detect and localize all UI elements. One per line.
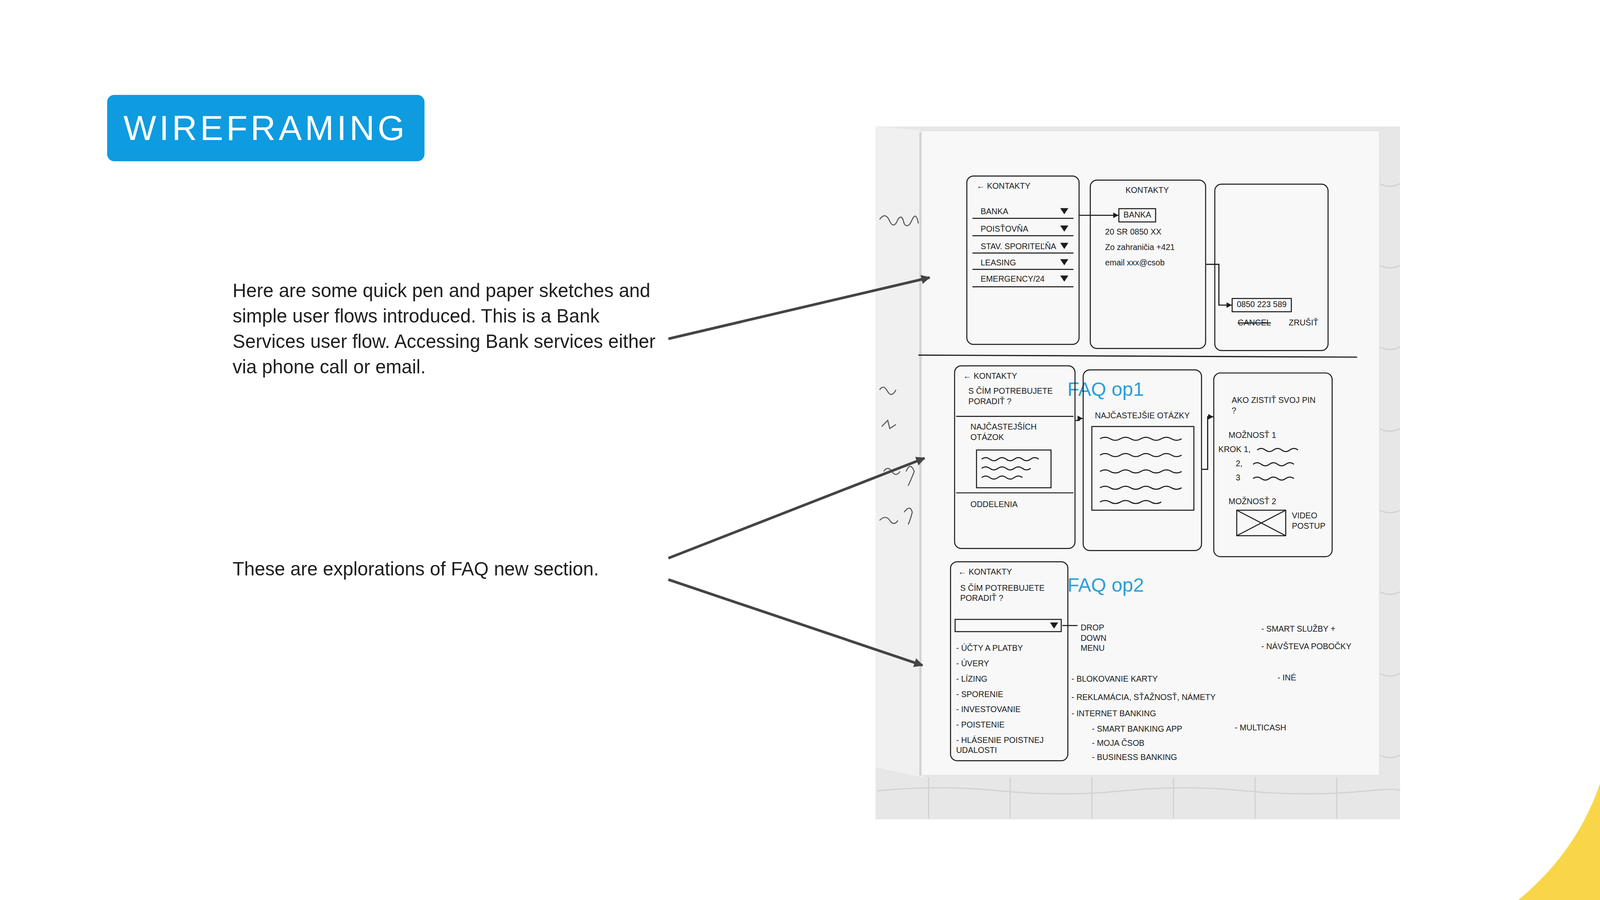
- screen-text: 3: [1235, 473, 1241, 484]
- handwritten-note: - BUSINESS BANKING: [1091, 752, 1178, 763]
- screen-text: - ÚČTY A PLATBY: [956, 643, 1023, 654]
- pin-answer-details: [1236, 448, 1298, 536]
- screen-text: email xxx@csob: [1105, 258, 1165, 269]
- handwritten-note: - INÉ: [1277, 673, 1297, 684]
- handwritten-note: - SMART BANKING APP: [1091, 724, 1183, 735]
- screen-text: ← KONTAKTY: [958, 567, 1013, 578]
- screen-text: ODDELENIA: [970, 500, 1018, 510]
- corner-accent: [1518, 783, 1600, 900]
- option-label: FAQ op1: [1065, 378, 1146, 402]
- screen-text: LEASING: [980, 258, 1016, 269]
- phone-screen: NAJČASTEJŠIE OTÁZKY: [1082, 369, 1203, 552]
- phone-screen: KONTAKTY 20 SR 0850 XX Zo zahraničia +421 e…: [1090, 179, 1207, 350]
- menu-rows: [972, 218, 1074, 287]
- screen-text: BANKA: [1123, 210, 1151, 220]
- screen-text: S ČÍM POTREBUJETE PORADIŤ ?: [968, 386, 1071, 408]
- screen-text: 20 SR 0850 XX: [1105, 227, 1162, 238]
- title-badge: WIREFRAMING: [107, 95, 425, 162]
- divider-line: [918, 355, 1358, 358]
- screen-text: MOŽNOSŤ 1: [1228, 430, 1277, 441]
- handwritten-note: - MOJA ČSOB: [1091, 738, 1145, 749]
- screen-text: CANCEL: [1237, 318, 1271, 329]
- screen-text: 0850 223 589: [1236, 300, 1287, 310]
- screen-text: - ÚVERY: [956, 659, 990, 670]
- flow-arrow: [1079, 212, 1119, 218]
- left-page: [875, 126, 924, 778]
- phone-screen: ← KONTAKTY BANKA POISŤOVŇA STAV. SPORITEĽŇA…: [966, 175, 1080, 345]
- handwritten-note: - MULTICASH: [1234, 723, 1287, 734]
- note-text: These are explorations of FAQ new sectio…: [232, 556, 599, 582]
- screen-text: Zo zahraničia +421: [1105, 242, 1175, 253]
- handwritten-note: - INTERNET BANKING: [1071, 709, 1156, 720]
- screen-text: - SPORENIE: [956, 690, 1004, 700]
- handwritten-note: - SMART SLUŽBY +: [1261, 624, 1336, 635]
- screen-text: KROK 1,: [1218, 445, 1251, 455]
- flow-arrow: [1202, 414, 1214, 470]
- option-label: FAQ op2: [1065, 574, 1146, 598]
- screen-text: AKO ZISTIŤ SVOJ PIN ?: [1231, 395, 1319, 417]
- boxed-value: BANKA: [1118, 208, 1157, 223]
- dropdown-triangles: [1060, 208, 1069, 282]
- handwritten-note: - BLOKOVANIE KARTY: [1071, 674, 1158, 685]
- screen-text: - LÍZING: [956, 674, 988, 685]
- screen-text: KONTAKTY: [1125, 185, 1169, 196]
- screen-text: POISŤOVŇA: [980, 224, 1028, 235]
- screen-text: ZRUŠIŤ: [1288, 318, 1319, 329]
- phone-screen: AKO ZISTIŤ SVOJ PIN ? MOŽNOSŤ 1 KROK 1, 2, 3…: [1213, 372, 1333, 558]
- screen-text: S ČÍM POTREBUJETE PORADIŤ ?: [960, 583, 1063, 605]
- screen-text: EMERGENCY/24: [980, 274, 1045, 285]
- note-text: Here are some quick pen and paper sketch…: [232, 277, 662, 380]
- screen-text: VIDEO POSTUP: [1291, 511, 1328, 532]
- screen-text: MOŽNOSŤ 2: [1228, 497, 1277, 508]
- phone-screen: CANCEL ZRUŠIŤ0850 223 589: [1214, 183, 1329, 352]
- dropdown-triangle: [1050, 622, 1059, 629]
- leader-arrows: [668, 277, 930, 666]
- screen-text: - INVESTOVANIE: [956, 705, 1021, 715]
- phone-screen: ← KONTAKTY S ČÍM POTREBUJETE PORADIŤ ? - Ú…: [950, 561, 1069, 762]
- handwritten-note: DROP DOWN MENU: [1080, 623, 1115, 654]
- flow-arrow: [1075, 415, 1083, 421]
- screen-text: - HLÁSENIE POISTNEJ UDALOSTI: [956, 735, 1065, 757]
- screen-text: NAJČASTEJŠÍCH OTÁZOK: [970, 422, 1068, 443]
- photo-background: [875, 126, 1400, 820]
- screen-text: - POISTENIE: [956, 720, 1005, 731]
- screen-text: ← KONTAKTY: [963, 371, 1018, 382]
- screen-text: ← KONTAKTY: [976, 181, 1031, 192]
- handwritten-note: - REKLAMÁCIA, SŤAŽNOSŤ, NÁMETY: [1071, 692, 1216, 703]
- faq1-screen-details: [956, 416, 1074, 493]
- faq-list-box: [1091, 426, 1194, 511]
- screen-text: 2,: [1235, 459, 1243, 470]
- phone-screen: ← KONTAKTY S ČÍM POTREBUJETE PORADIŤ ? NAJ…: [954, 365, 1076, 550]
- paper-sheet: [921, 130, 1380, 776]
- flow-arrow: [1206, 264, 1232, 308]
- dropdown-field: [955, 619, 1078, 632]
- screen-text: STAV. SPORITEĽŇA: [980, 241, 1056, 252]
- screen-text: NAJČASTEJŠIE OTÁZKY: [1095, 411, 1190, 422]
- boxed-value: 0850 223 589: [1231, 297, 1292, 313]
- handwritten-note: - NÁVŠTEVA POBOČKY: [1261, 641, 1352, 652]
- margin-scribbles: [879, 215, 919, 525]
- screen-text: BANKA: [980, 207, 1008, 218]
